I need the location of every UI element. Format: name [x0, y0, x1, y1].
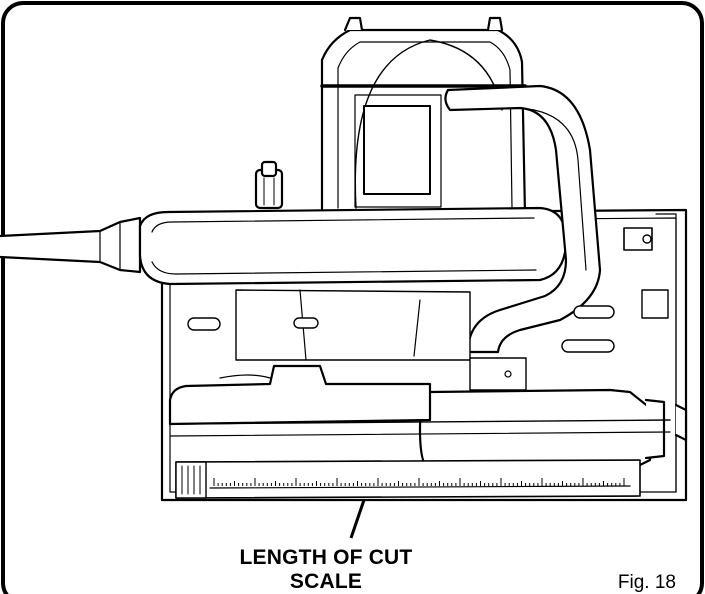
scale-ticks	[213, 478, 625, 486]
callout-label-line1: LENGTH OF CUT	[240, 546, 413, 569]
callout-label-line2: SCALE	[290, 570, 362, 593]
power-cord	[0, 216, 142, 274]
blade-guard	[187, 227, 669, 361]
base-foot	[168, 364, 671, 437]
motor-cylinder	[418, 357, 666, 472]
front-handle	[444, 84, 602, 354]
callout-leader	[349, 499, 366, 539]
rear-handle	[138, 206, 568, 286]
length-of-cut-scale	[175, 459, 641, 499]
depth-knob	[254, 160, 284, 210]
motor-housing	[320, 16, 527, 216]
figure-number: Fig. 18	[618, 572, 676, 593]
